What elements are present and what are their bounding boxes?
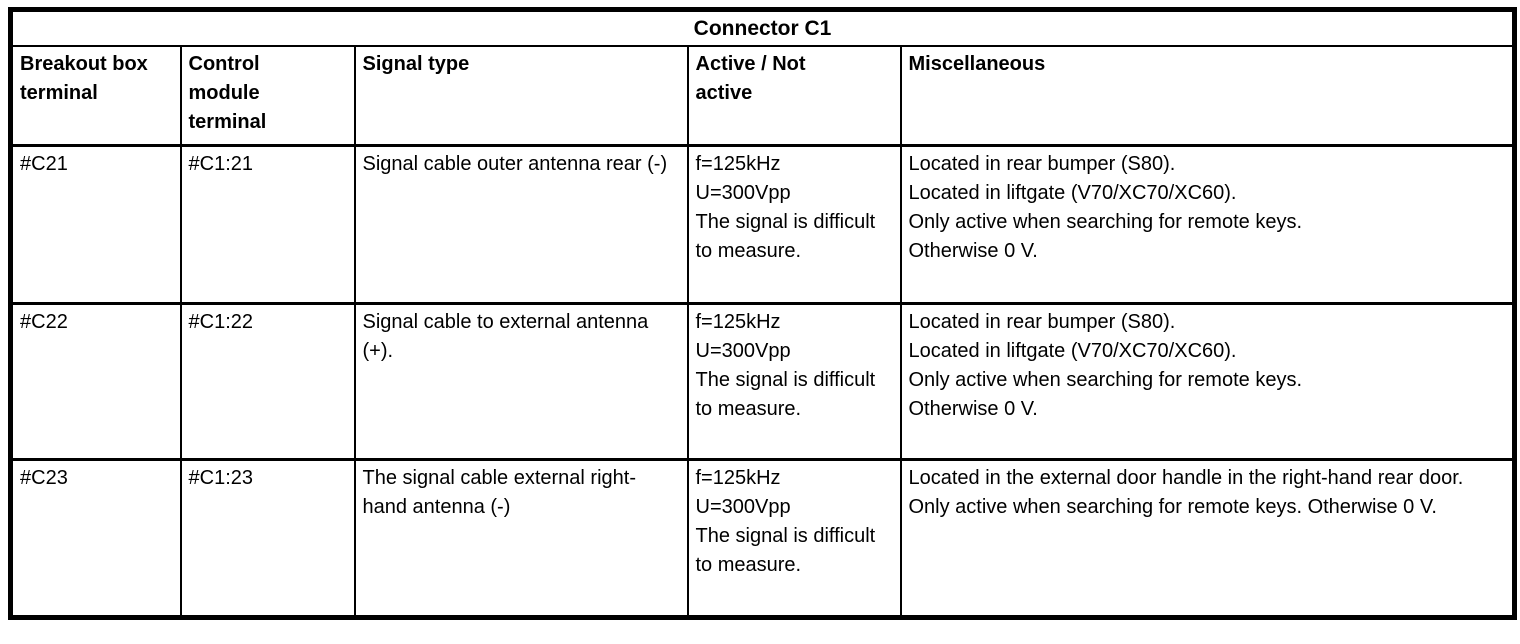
table-header-row: Breakout box terminal Control module ter… [9,45,1516,147]
cell-active-not-active: f=125kHz U=300Vpp The signal is difficul… [686,144,902,305]
connector-c1-table: Connector C1 Breakout box terminal Contr… [8,7,1518,620]
column-header-active-not-active: Active / Not active [686,45,902,147]
table-row: #C23 #C1:23 The signal cable external ri… [9,458,1516,619]
cell-breakout-box-terminal: #C21 [9,144,182,305]
cell-signal-type: The signal cable external right-hand ant… [353,458,689,619]
table-title: Connector C1 [9,8,1516,47]
table-row: #C21 #C1:21 Signal cable outer antenna r… [9,144,1516,305]
table-row: #C22 #C1:22 Signal cable to external ant… [9,302,1516,461]
column-header-control-module-terminal: Control module terminal [179,45,356,147]
column-header-miscellaneous: Miscellaneous [899,45,1516,147]
cell-breakout-box-terminal: #C23 [9,458,182,619]
cell-signal-type: Signal cable to external antenna (+). [353,302,689,461]
cell-control-module-terminal: #C1:22 [179,302,356,461]
cell-miscellaneous: Located in rear bumper (S80). Located in… [899,302,1516,461]
column-header-signal-type: Signal type [353,45,689,147]
table-title-row: Connector C1 [9,8,1516,47]
cell-active-not-active: f=125kHz U=300Vpp The signal is difficul… [686,302,902,461]
cell-active-not-active: f=125kHz U=300Vpp The signal is difficul… [686,458,902,619]
column-header-breakout-box-terminal: Breakout box terminal [9,45,182,147]
cell-miscellaneous: Located in the external door handle in t… [899,458,1516,619]
cell-control-module-terminal: #C1:23 [179,458,356,619]
cell-breakout-box-terminal: #C22 [9,302,182,461]
cell-signal-type: Signal cable outer antenna rear (-) [353,144,689,305]
cell-control-module-terminal: #C1:21 [179,144,356,305]
cell-miscellaneous: Located in rear bumper (S80). Located in… [899,144,1516,305]
